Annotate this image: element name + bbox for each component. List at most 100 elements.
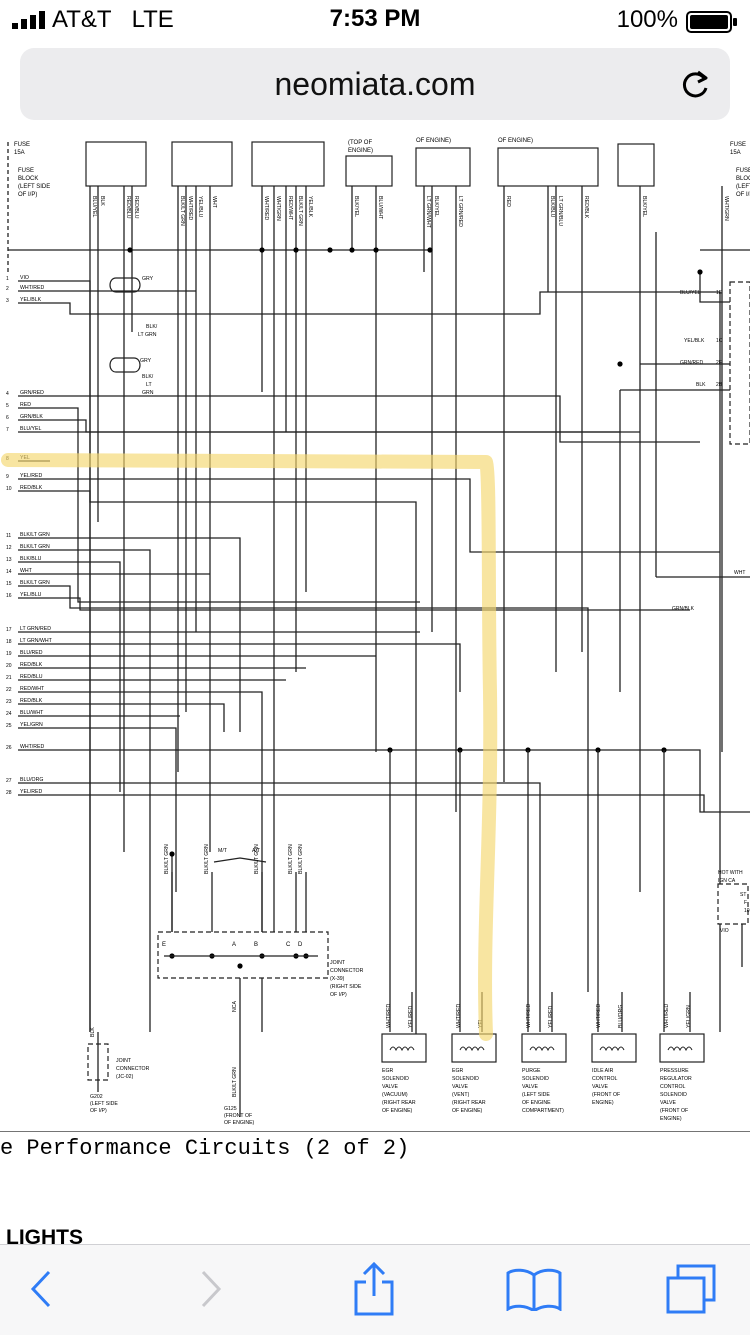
- pin-wire-label: GRN/RED: [20, 390, 44, 396]
- component-label: (FRONT OF: [660, 1108, 688, 1114]
- diagram-label: BLK/: [142, 374, 154, 380]
- reload-icon[interactable]: [678, 68, 712, 102]
- wire-color-label: BLK/LT GRN: [288, 844, 294, 874]
- wire-color-label: YEL/RED: [548, 1006, 554, 1028]
- wire-color-label: BLK/YEL: [353, 196, 359, 217]
- pin-wire-label: BLU/WHT: [20, 710, 44, 716]
- wire-color-label: BLU/ORG: [618, 1005, 624, 1028]
- wire-line: [50, 537, 241, 732]
- wire-color-label: BLK/YEL: [433, 196, 439, 217]
- diagram-caption: e Performance Circuits (2 of 2): [0, 1136, 410, 1161]
- component-label: (RIGHT REAR: [382, 1100, 416, 1106]
- diagram-label: (X-39): [330, 976, 345, 982]
- tabs-button[interactable]: [662, 1259, 722, 1319]
- component-label: OF ENGINE): [382, 1108, 413, 1114]
- wire-color-label: BLK/LT GRN: [298, 844, 304, 874]
- battery-percent: 100%: [616, 6, 678, 33]
- component-label: ENGINE): [592, 1100, 614, 1106]
- bookmarks-button[interactable]: [504, 1259, 564, 1319]
- pin-wire-label: BLU/ORG: [20, 777, 43, 783]
- wire-color-label: YEL/BLK: [307, 196, 313, 218]
- wire-line: [50, 549, 151, 1032]
- wire-color-label: WHT/RED: [187, 196, 193, 220]
- wire-line: [50, 749, 750, 813]
- solenoid-box: [659, 1033, 705, 1063]
- diagram-label: G125: [224, 1106, 237, 1112]
- fuse-box: [717, 883, 749, 925]
- pin-wire-label: BLU/RED: [20, 650, 43, 656]
- pin-wire-label: YEL/RED: [20, 473, 42, 479]
- diagram-label: (RIGHT SIDE: [330, 984, 362, 990]
- shield-loop: [109, 357, 141, 373]
- wire-color-label: LT GRN/RED: [457, 196, 463, 227]
- switch-box: [617, 143, 655, 187]
- component-label: EGR: [452, 1068, 463, 1074]
- wire-color-label: BLK/BLU: [549, 196, 555, 218]
- component-label: (VACUUM): [382, 1092, 408, 1098]
- pin-wire-label: YEL/BLU: [20, 592, 42, 598]
- pin-wire-label: BLK/LT GRN: [20, 580, 50, 586]
- diagram-label: B: [254, 942, 258, 948]
- pin-number: 10: [6, 486, 12, 492]
- wire-line: [50, 643, 461, 692]
- wire-line: [50, 782, 541, 1032]
- splice-dot: [327, 247, 333, 253]
- wire-line: [50, 597, 690, 611]
- diagram-label: FUSE: [730, 142, 746, 148]
- book-icon: [506, 1268, 562, 1311]
- wire-line: [50, 291, 721, 1032]
- wire-color-label: WHT/RED: [664, 1004, 670, 1028]
- diagram-label: (JC-02): [116, 1074, 134, 1080]
- splice-dot: [293, 247, 299, 253]
- pin-wire-label: LT GRN/RED: [20, 626, 51, 632]
- pin-wire-label: RED/WHT: [20, 686, 45, 692]
- wire-line: [50, 727, 177, 892]
- coil-symbol: [667, 1046, 693, 1052]
- coil-symbol: [529, 1046, 555, 1052]
- address-bar[interactable]: neomiata.com: [20, 48, 730, 120]
- back-button[interactable]: [12, 1259, 72, 1319]
- pin-wire-label: WHT/RED: [20, 744, 44, 750]
- pin-wire-label: LT GRN/WHT: [20, 638, 53, 644]
- wire-line: [50, 585, 589, 992]
- sensor-box: [251, 141, 325, 187]
- solenoid-box: [521, 1033, 567, 1063]
- carrier-label: AT&T LTE: [52, 6, 174, 33]
- forward-button[interactable]: [180, 1259, 240, 1319]
- pin-number: 9: [6, 474, 9, 480]
- pin-number: 12: [6, 545, 12, 551]
- pin-wire-label: BLK/BLU: [20, 556, 42, 562]
- wire-line: [50, 478, 720, 553]
- wire-color-label: WHT/RED: [596, 1004, 602, 1028]
- pin-number: 23: [6, 699, 12, 705]
- diagram-label: YEL/BLK: [684, 338, 705, 344]
- diagram-label: GRY: [142, 276, 154, 282]
- diagram-label: F: [744, 900, 747, 906]
- wire-color-label: RED/BLK: [583, 196, 589, 219]
- pin-number: 13: [6, 557, 12, 563]
- pin-number: 4: [6, 391, 9, 397]
- splice-dot: [697, 269, 703, 275]
- pin-wire-label: RED/BLK: [20, 662, 43, 668]
- wire-line: [50, 794, 705, 812]
- wire-color-label: RED/BLU: [133, 196, 139, 219]
- diagram-label: 2F: [716, 360, 722, 366]
- share-button[interactable]: [344, 1259, 404, 1319]
- wire-line: [50, 280, 91, 1032]
- splice-dot: [169, 851, 175, 857]
- wire-color-label: BLK: [99, 196, 105, 206]
- wire-color-label: BLU/WHT: [377, 196, 383, 220]
- pin-number: 16: [6, 593, 12, 599]
- diagram-label: GRN/RED: [680, 360, 703, 366]
- solenoid-box: [381, 1033, 427, 1063]
- pin-number: 17: [6, 627, 12, 633]
- joint-connector-box: [157, 931, 329, 979]
- wire-color-label: WHT/RED: [526, 1004, 532, 1028]
- diagram-label: JOINT: [330, 960, 346, 966]
- splice-dot: [127, 247, 133, 253]
- diagram-label: 15A: [730, 150, 741, 156]
- pin-number: 6: [6, 415, 9, 421]
- wire-color-label: WHT: [211, 196, 217, 209]
- component-label: OF ENGINE): [452, 1108, 483, 1114]
